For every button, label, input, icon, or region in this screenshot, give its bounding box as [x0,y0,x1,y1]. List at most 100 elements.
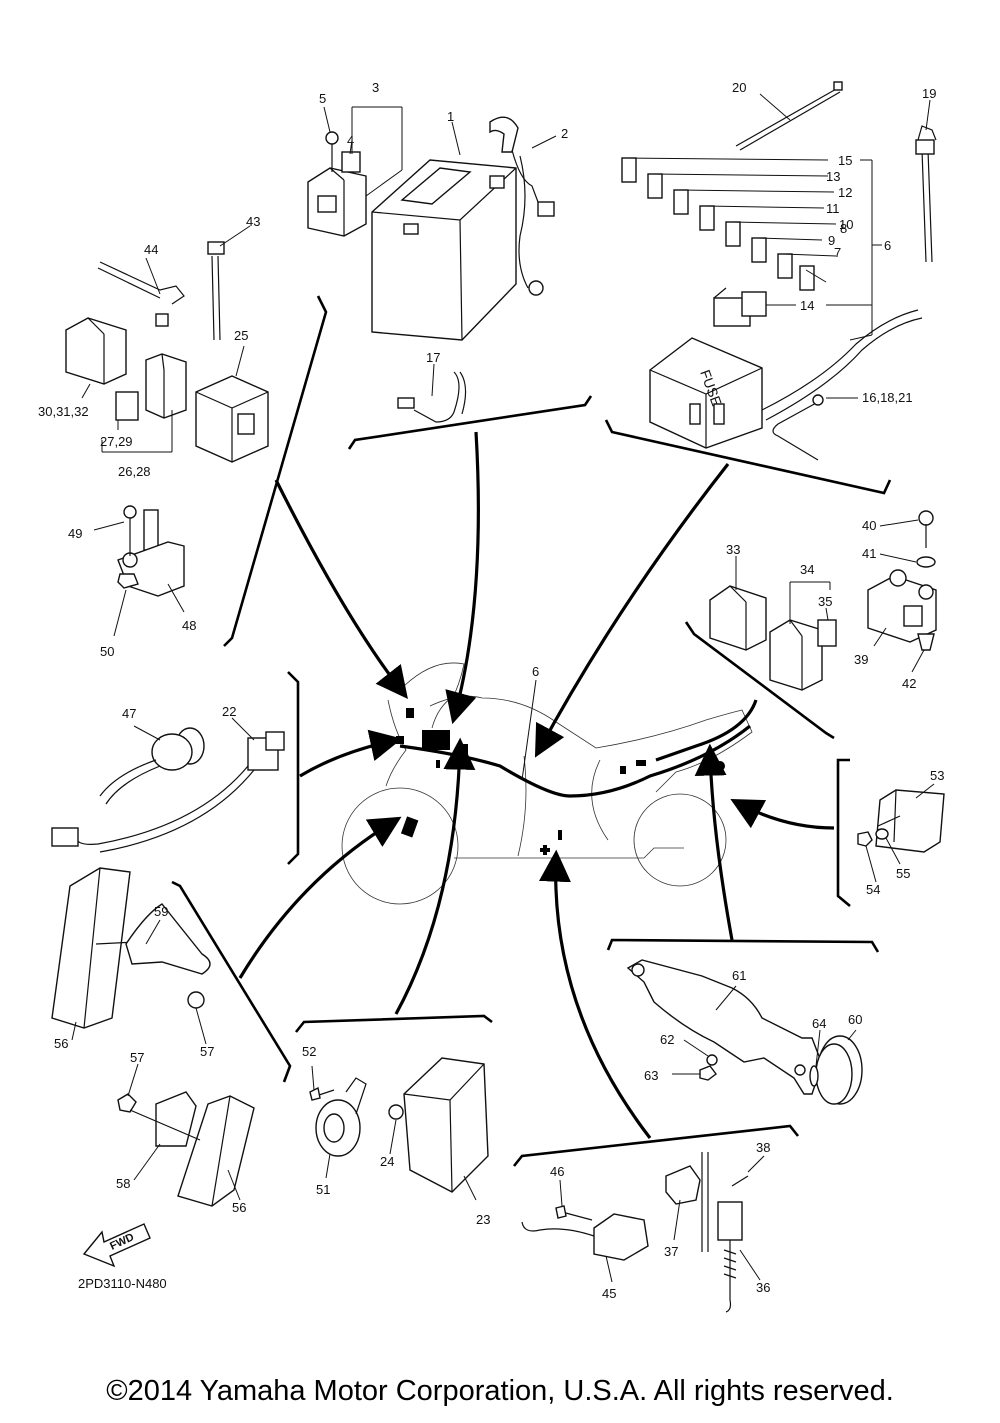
label-24: 24 [380,1154,394,1169]
label-25: 25 [234,328,248,343]
label-42: 42 [902,676,916,691]
label-60: 60 [848,1012,862,1027]
label-45: 45 [602,1286,616,1301]
fwd-arrow-icon: FWD [82,1223,151,1268]
fuse-row [621,157,815,291]
bracket-61 [626,959,823,1095]
label-4: 4 [347,133,354,148]
label-49: 49 [68,526,82,541]
starter-relay [307,131,367,237]
label-43: 43 [246,214,260,229]
fuse-box: FUSE [649,337,763,449]
label-11: 11 [826,201,840,216]
label-5: 5 [319,91,326,106]
label-62: 62 [660,1032,674,1047]
label-56-front: 56 [54,1036,68,1051]
speed-sensor [117,505,185,597]
battery-group [307,106,593,450]
switch-36 [717,1201,743,1313]
label-16-18-21: 16,18,21 [862,390,913,405]
label-37: 37 [664,1244,678,1259]
copyright-notice: ©2014 Yamaha Motor Corporation, U.S.A. A… [106,1375,894,1407]
reflector-left-group [51,867,292,1207]
label-52: 52 [302,1044,316,1059]
callout-arrows [238,431,835,1139]
label-41: 41 [862,546,876,561]
relay-34 [769,619,823,691]
label-26-28: 26,28 [118,464,151,479]
label-57-front: 57 [200,1044,214,1059]
horn [315,1077,367,1157]
label-17: 17 [426,350,440,365]
label-50: 50 [100,644,114,659]
sensor-47 [99,727,205,805]
label-54: 54 [866,882,880,897]
fuse-group: FUSE [604,81,937,495]
coupler-22 [51,731,285,853]
diagram-code: 2PD3110-N480 [78,1276,167,1291]
fuse-leaders [627,93,931,399]
label-12: 12 [838,185,852,200]
label-44: 44 [144,242,158,257]
label-6-bike: 6 [532,664,539,679]
label-38: 38 [756,1140,770,1155]
lamp-60 [815,1035,863,1105]
rectifier-regulator [403,1057,489,1193]
relay-30 [65,317,127,385]
label-57-rear: 57 [130,1050,144,1065]
label-15: 15 [838,153,852,168]
label-8: 8 [840,221,847,236]
lead-17 [397,371,467,423]
label-23: 23 [476,1212,490,1227]
label-47: 47 [122,706,136,721]
battery-lead [489,116,555,296]
sensor-39 [867,569,937,643]
label-34: 34 [800,562,814,577]
label-30-31-32: 30,31,32 [38,404,89,419]
label-63: 63 [644,1068,658,1083]
label-51: 51 [316,1182,330,1197]
label-39: 39 [854,652,868,667]
label-7: 7 [834,245,841,260]
switch-45 [521,1213,649,1261]
relay-14 [713,287,767,327]
label-53: 53 [930,768,944,783]
sensor-lead-group [51,671,300,865]
label-22: 22 [222,704,236,719]
label-56-rear: 56 [232,1200,246,1215]
reflector-53 [875,789,945,853]
label-27-29: 27,29 [100,434,133,449]
flasher-relay [195,375,269,463]
label-55: 55 [896,866,910,881]
license-bracket-group [606,938,880,1105]
label-9: 9 [828,233,835,248]
label-35: 35 [818,594,832,609]
label-20: 20 [732,80,746,95]
label-58: 58 [116,1176,130,1191]
reflector-56-rear [177,1095,255,1207]
label-33: 33 [726,542,740,557]
relay-26 [145,353,187,419]
main-harness [399,724,751,798]
relay-right-group [684,510,937,740]
label-64: 64 [812,1016,826,1031]
label-36: 36 [756,1280,770,1295]
relay-33 [709,585,767,651]
label-19: 19 [922,86,936,101]
relay-group [65,225,328,647]
label-13: 13 [826,169,840,184]
label-40: 40 [862,518,876,533]
label-14: 14 [800,298,814,313]
switch-group [512,1124,800,1313]
label-2: 2 [561,126,568,141]
label-59: 59 [154,904,168,919]
wiring-diagram: FUSE [38,80,945,1313]
label-10: 10 [839,217,853,232]
label-6: 6 [884,238,891,253]
label-1: 1 [447,109,454,124]
label-61: 61 [732,968,746,983]
reflector-right-group [836,758,945,907]
label-48: 48 [182,618,196,633]
horn-regulator-group [294,1014,493,1201]
motorcycle-outline [341,662,753,905]
